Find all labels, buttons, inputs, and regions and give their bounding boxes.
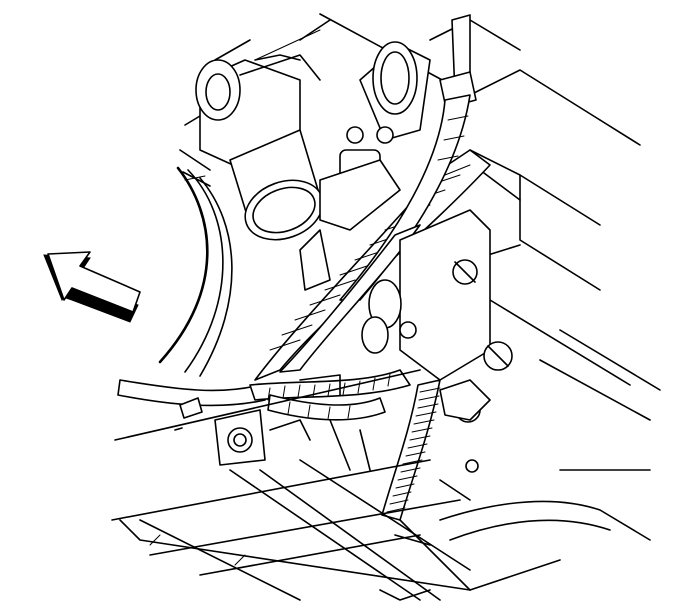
corrugated-hose-drawing: [381, 379, 441, 521]
flywheel-housing-drawing: [158, 166, 233, 377]
oil-pan-drawing: [111, 369, 651, 601]
starter-motor-drawing: [195, 41, 431, 291]
bracket-bolts: [361, 209, 513, 423]
direction-arrow-icon: [43, 251, 141, 323]
wiring-harness-drawing: [117, 14, 491, 431]
